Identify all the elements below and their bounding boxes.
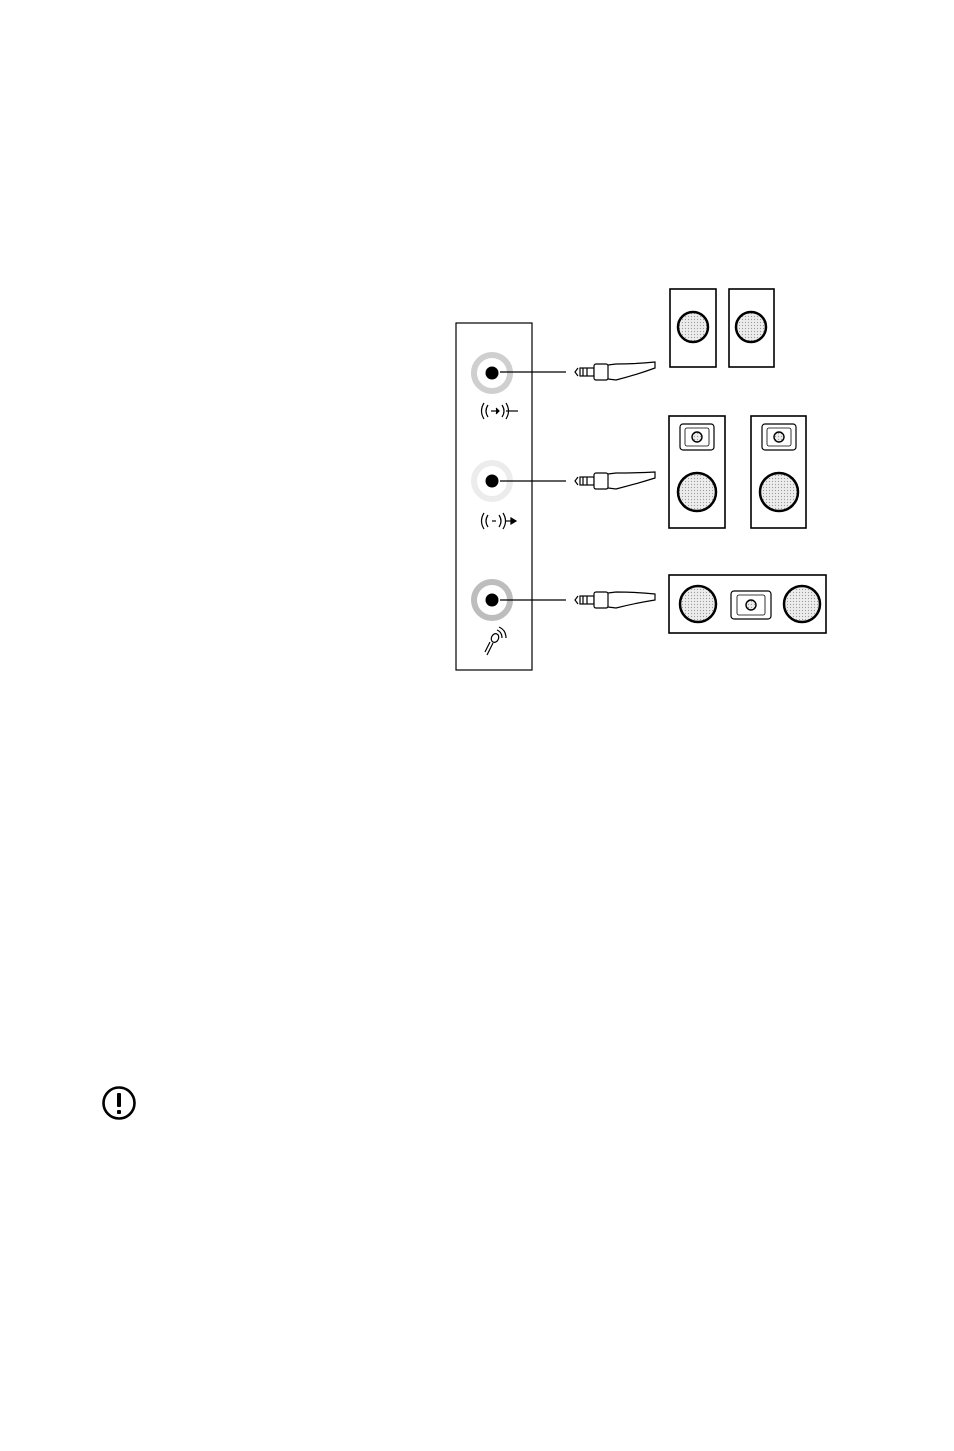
speaker-pair-with-tweeters-icon <box>669 416 806 528</box>
center-speaker-icon <box>669 575 826 633</box>
attention-icon <box>101 1085 137 1121</box>
speaker-pair-icon <box>670 289 774 367</box>
